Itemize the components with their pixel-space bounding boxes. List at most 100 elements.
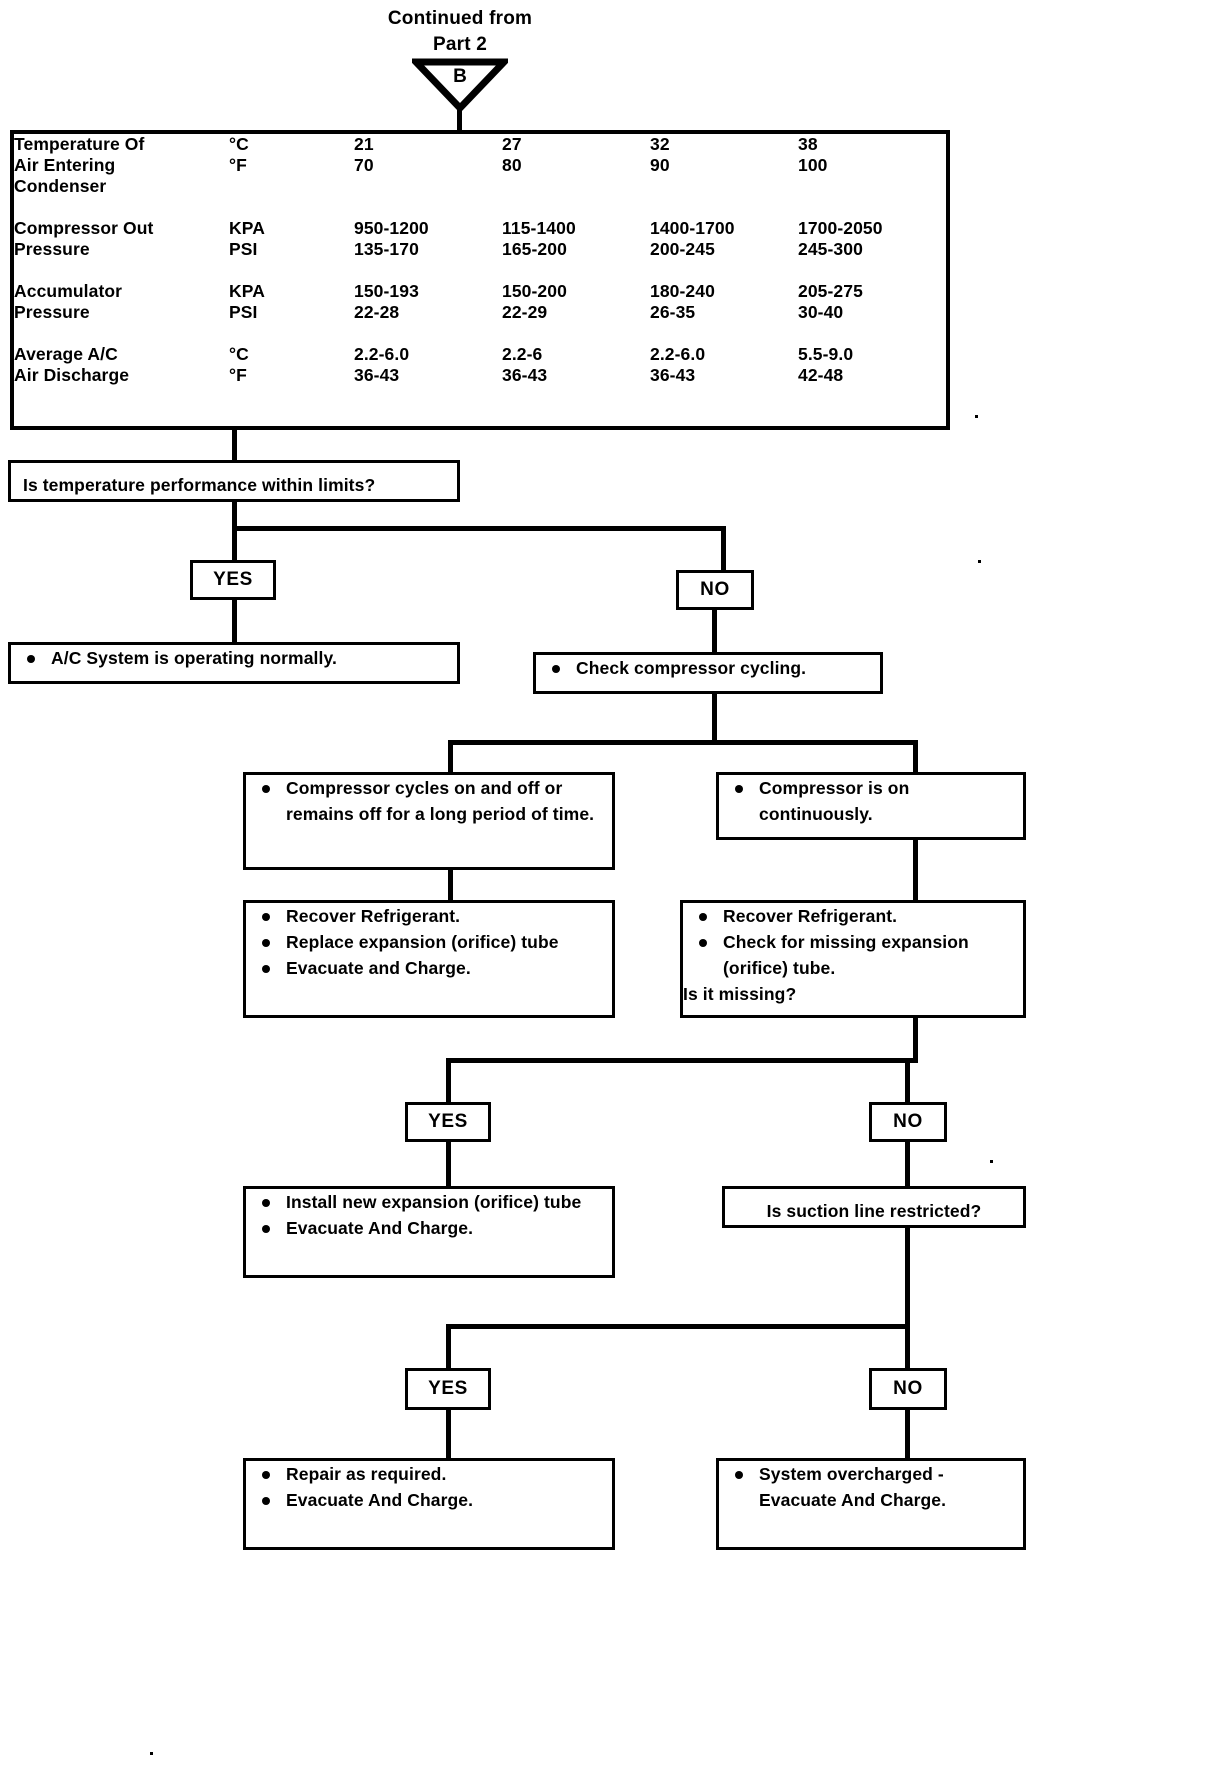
continued-from-line1: Continued from — [387, 8, 533, 29]
q2-yes-drop — [446, 1058, 451, 1102]
cell: 205-275 — [798, 281, 863, 301]
action-right-recover-check[interactable]: Recover Refrigerant. Check for missing e… — [680, 900, 1026, 1018]
list-item: System overcharged - Evacuate And Charge… — [719, 1461, 1023, 1513]
action-check-compressor-cycling[interactable]: Check compressor cycling. — [533, 652, 883, 694]
q3-down-line — [905, 1228, 910, 1328]
row-label: Accumulator — [14, 281, 123, 301]
list-item: Repair as required. — [246, 1461, 612, 1487]
q2-no-drop — [905, 1058, 910, 1102]
q1-yes-to-normal-line — [232, 600, 237, 642]
action-install-list: Install new expansion (orifice) tube Eva… — [246, 1189, 612, 1241]
q2-yes-label: YES — [428, 1111, 468, 1132]
row-label: Compressor Out — [14, 218, 154, 238]
q2-yes-badge[interactable]: YES — [405, 1102, 491, 1142]
cycling-right-drop — [913, 740, 918, 774]
cell: 245-300 — [798, 239, 863, 259]
row-unit: PSI — [229, 239, 258, 259]
question-suction-line-restricted[interactable]: Is suction line restricted? — [722, 1186, 1026, 1228]
scan-speck — [990, 1160, 993, 1163]
symptom-compressor-continuous-list: Compressor is on continuously. — [719, 775, 1023, 827]
row-unit: °F — [229, 155, 247, 175]
cell: 1400-1700 — [650, 218, 735, 238]
q1-no-to-cycling-line — [712, 610, 717, 652]
cell: 115-1400 — [502, 218, 576, 238]
list-item: Check compressor cycling. — [536, 655, 880, 681]
question-temperature-performance-text: Is temperature performance within limits… — [23, 475, 376, 495]
cell: 38 — [798, 134, 818, 154]
list-item: Evacuate And Charge. — [246, 1215, 612, 1241]
table-row: Condenser — [14, 176, 946, 197]
cell: 70 — [354, 155, 374, 175]
action-check-compressor-cycling-list: Check compressor cycling. — [536, 655, 880, 681]
row-label: Pressure — [14, 302, 90, 322]
table-row: Compressor Out KPA 950-1200 115-1400 140… — [14, 218, 946, 239]
table-to-q1-line — [232, 430, 237, 460]
cell: 36-43 — [502, 365, 548, 385]
continued-from-label: Continued from Part 2 — [330, 6, 590, 58]
cell: 150-193 — [354, 281, 419, 301]
row-unit: KPA — [229, 218, 265, 238]
list-item: Check for missing expansion (orifice) tu… — [683, 929, 1023, 981]
q1-yes-badge[interactable]: YES — [190, 560, 276, 600]
q1-no-label: NO — [700, 579, 730, 600]
row-unit: KPA — [229, 281, 265, 301]
row-label: Air Entering — [14, 155, 116, 175]
q3-branch-rail — [446, 1324, 910, 1329]
row-unit: °F — [229, 365, 247, 385]
continued-from-line2: Part 2 — [432, 34, 487, 55]
result-system-overcharged[interactable]: System overcharged - Evacuate And Charge… — [716, 1458, 1026, 1550]
list-item: A/C System is operating normally. — [11, 645, 457, 671]
table-row: Pressure PSI 135-170 165-200 200-245 245… — [14, 239, 946, 260]
q2-branch-rail — [446, 1058, 918, 1063]
cell: 21 — [354, 134, 374, 154]
performance-table-grid: Temperature Of °C 21 27 32 38 Air Enteri… — [14, 134, 946, 386]
q3-yes-to-repair-line — [446, 1410, 451, 1458]
symptom-left-to-action-line — [448, 870, 453, 902]
q1-branch-rail — [232, 526, 726, 531]
table-row: Air Entering °F 70 80 90 100 — [14, 155, 946, 176]
symptom-compressor-cycles[interactable]: Compressor cycles on and off or remains … — [243, 772, 615, 870]
action-install-new-tube[interactable]: Install new expansion (orifice) tube Eva… — [243, 1186, 615, 1278]
q3-yes-badge[interactable]: YES — [405, 1368, 491, 1410]
symptom-compressor-continuous[interactable]: Compressor is on continuously. — [716, 772, 1026, 840]
q3-yes-label: YES — [428, 1378, 468, 1399]
action-left-recover-replace[interactable]: Recover Refrigerant. Replace expansion (… — [243, 900, 615, 1018]
q2-no-badge[interactable]: NO — [869, 1102, 947, 1142]
scan-speck — [975, 415, 978, 418]
scan-speck — [150, 1752, 153, 1755]
q3-yes-drop — [446, 1324, 451, 1368]
cell: 90 — [650, 155, 670, 175]
result-system-normal[interactable]: A/C System is operating normally. — [8, 642, 460, 684]
q1-down-line — [232, 502, 237, 530]
action-right-question: Is it missing? — [683, 984, 797, 1004]
cell: 27 — [502, 134, 522, 154]
table-row: Average A/C °C 2.2-6.0 2.2-6 2.2-6.0 5.5… — [14, 344, 946, 365]
q1-no-badge[interactable]: NO — [676, 570, 754, 610]
action-repair-as-required[interactable]: Repair as required. Evacuate And Charge. — [243, 1458, 615, 1550]
row-label: Pressure — [14, 239, 90, 259]
connector-label: B — [453, 66, 467, 87]
q1-yes-label: YES — [213, 569, 253, 590]
q3-no-badge[interactable]: NO — [869, 1368, 947, 1410]
cycling-down-line — [712, 694, 717, 744]
cycling-branch-rail — [448, 740, 918, 745]
list-item: Compressor cycles on and off or remains … — [246, 775, 612, 827]
q1-yes-drop — [232, 526, 237, 560]
cell: 36-43 — [354, 365, 400, 385]
q3-no-label: NO — [893, 1378, 923, 1399]
q3-no-to-overcharged-line — [905, 1410, 910, 1458]
result-system-overcharged-list: System overcharged - Evacuate And Charge… — [719, 1461, 1023, 1513]
table-row: Accumulator KPA 150-193 150-200 180-240 … — [14, 281, 946, 302]
list-item: Install new expansion (orifice) tube — [246, 1189, 612, 1215]
table-row: Air Discharge °F 36-43 36-43 36-43 42-48 — [14, 365, 946, 386]
cell: 36-43 — [650, 365, 696, 385]
cell: 135-170 — [354, 239, 419, 259]
cell: 32 — [650, 134, 670, 154]
cell: 165-200 — [502, 239, 567, 259]
result-system-normal-list: A/C System is operating normally. — [11, 645, 457, 671]
list-item: Compressor is on continuously. — [719, 775, 1023, 827]
question-temperature-performance[interactable]: Is temperature performance within limits… — [8, 460, 460, 502]
cell: 950-1200 — [354, 218, 429, 238]
connector-down-line — [457, 104, 462, 130]
symptom-right-to-action-line — [913, 840, 918, 902]
